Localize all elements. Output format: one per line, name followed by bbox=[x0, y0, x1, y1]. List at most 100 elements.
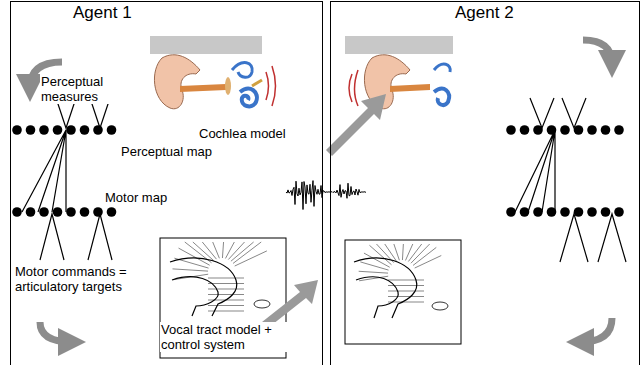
drawing-line bbox=[208, 278, 244, 279]
agent-panel: Agent 2 bbox=[330, 1, 640, 365]
drawing-line bbox=[415, 256, 442, 269]
drawing-circle bbox=[93, 207, 103, 217]
drawing-line bbox=[411, 244, 430, 263]
drawing-circle bbox=[107, 207, 117, 217]
drawing-circle bbox=[506, 125, 516, 135]
drawing-circle bbox=[614, 207, 624, 217]
drawing-circle bbox=[533, 125, 543, 135]
sound-arrow bbox=[262, 280, 318, 328]
drawing-path bbox=[154, 55, 200, 109]
agent-panel: Agent 1 bbox=[10, 1, 323, 365]
drawing-circle bbox=[520, 125, 530, 135]
drawing-rect bbox=[345, 36, 453, 54]
drawing-line bbox=[402, 244, 404, 260]
drawing-circle bbox=[93, 125, 103, 135]
cochlea-picture bbox=[345, 36, 453, 116]
drawing-path bbox=[434, 64, 450, 72]
drawing-path bbox=[240, 89, 257, 107]
drawing-circle bbox=[26, 207, 36, 217]
panel-heading: Agent 1 bbox=[73, 3, 132, 23]
drawing-path bbox=[560, 214, 588, 262]
map-label: Perceptual map bbox=[120, 144, 213, 159]
drawing-circle bbox=[80, 207, 90, 217]
drawing-circle bbox=[587, 207, 597, 217]
drawing-path bbox=[356, 277, 398, 318]
drawing-line bbox=[222, 242, 223, 258]
drawing-path bbox=[88, 214, 112, 260]
drawing-path bbox=[266, 66, 276, 106]
drawing-circle bbox=[574, 125, 584, 135]
drawing-circle bbox=[520, 207, 530, 217]
drawing-line bbox=[213, 242, 220, 258]
drawing-rect bbox=[150, 36, 262, 54]
drawing-line bbox=[172, 269, 208, 271]
drawing-line bbox=[208, 311, 244, 312]
drawing-path bbox=[252, 80, 262, 86]
drawing-g bbox=[515, 98, 626, 262]
drawing-circle bbox=[66, 207, 76, 217]
drawing-path bbox=[515, 130, 555, 212]
drawing-circle bbox=[12, 125, 22, 135]
drawing-line bbox=[394, 244, 400, 260]
drawing-path bbox=[40, 214, 64, 260]
drawing-circle bbox=[107, 125, 117, 135]
motor-commands-label: Motor commands = articulatory targets bbox=[14, 264, 150, 294]
drawing-g bbox=[359, 244, 442, 302]
drawing-line bbox=[388, 280, 424, 281]
drawing-line bbox=[202, 242, 216, 259]
drawing-path bbox=[354, 258, 417, 318]
drawing-line bbox=[405, 244, 412, 260]
drawing-circle bbox=[53, 207, 63, 217]
drawing-circle bbox=[26, 125, 36, 135]
drawing-circle bbox=[53, 125, 63, 135]
drawing-g bbox=[22, 98, 112, 260]
drawing-line bbox=[388, 291, 424, 292]
drawing-circle bbox=[601, 125, 611, 135]
drawing-line bbox=[235, 251, 267, 266]
drawing-circle bbox=[560, 207, 570, 217]
vocal-tract-picture bbox=[345, 240, 461, 344]
drawing-line bbox=[208, 305, 244, 306]
drawing-line bbox=[359, 271, 388, 273]
drawing-circle bbox=[547, 125, 557, 135]
drawing-rect bbox=[345, 240, 461, 344]
sound-arrow bbox=[326, 94, 386, 156]
drawing-line bbox=[388, 296, 424, 297]
drawing-path bbox=[180, 84, 226, 92]
drawing-path bbox=[22, 130, 66, 212]
drawing-circle bbox=[12, 207, 22, 217]
drawing-line bbox=[208, 294, 244, 295]
drawing-g bbox=[12, 125, 624, 217]
drawing-ellipse bbox=[432, 302, 448, 310]
drawing-circle bbox=[506, 207, 516, 217]
drawing-circle bbox=[587, 125, 597, 135]
drawing-path bbox=[598, 214, 626, 262]
drawing-path bbox=[349, 70, 358, 106]
drawing-path bbox=[530, 98, 554, 128]
drawing-circle bbox=[560, 125, 570, 135]
drawing-line bbox=[225, 242, 234, 258]
perceptual-measures-label: Perceptual measures bbox=[40, 74, 118, 104]
drawing-line bbox=[413, 247, 436, 265]
drawing-rect bbox=[345, 36, 453, 116]
curved-arrow bbox=[580, 318, 612, 342]
cochlea-label: Cochlea model bbox=[198, 126, 287, 141]
drawing-path bbox=[170, 258, 237, 316]
drawing-path bbox=[172, 277, 218, 316]
drawing-line bbox=[360, 262, 388, 270]
drawing-rect bbox=[150, 36, 262, 116]
cochlea-picture bbox=[150, 36, 276, 116]
drawing-circle bbox=[547, 207, 557, 217]
drawing-circle bbox=[39, 125, 49, 135]
drawing-circle bbox=[66, 125, 76, 135]
drawing-line bbox=[231, 242, 254, 261]
curved-arrow bbox=[583, 40, 612, 64]
waveform bbox=[286, 181, 366, 210]
drawing-path bbox=[232, 63, 252, 78]
drawing-path bbox=[390, 84, 430, 92]
drawing-circle bbox=[574, 207, 584, 217]
drawing-circle bbox=[39, 207, 49, 217]
vocal-tract-label: Vocal tract model + control system bbox=[160, 322, 304, 352]
drawing-ellipse bbox=[254, 300, 270, 308]
